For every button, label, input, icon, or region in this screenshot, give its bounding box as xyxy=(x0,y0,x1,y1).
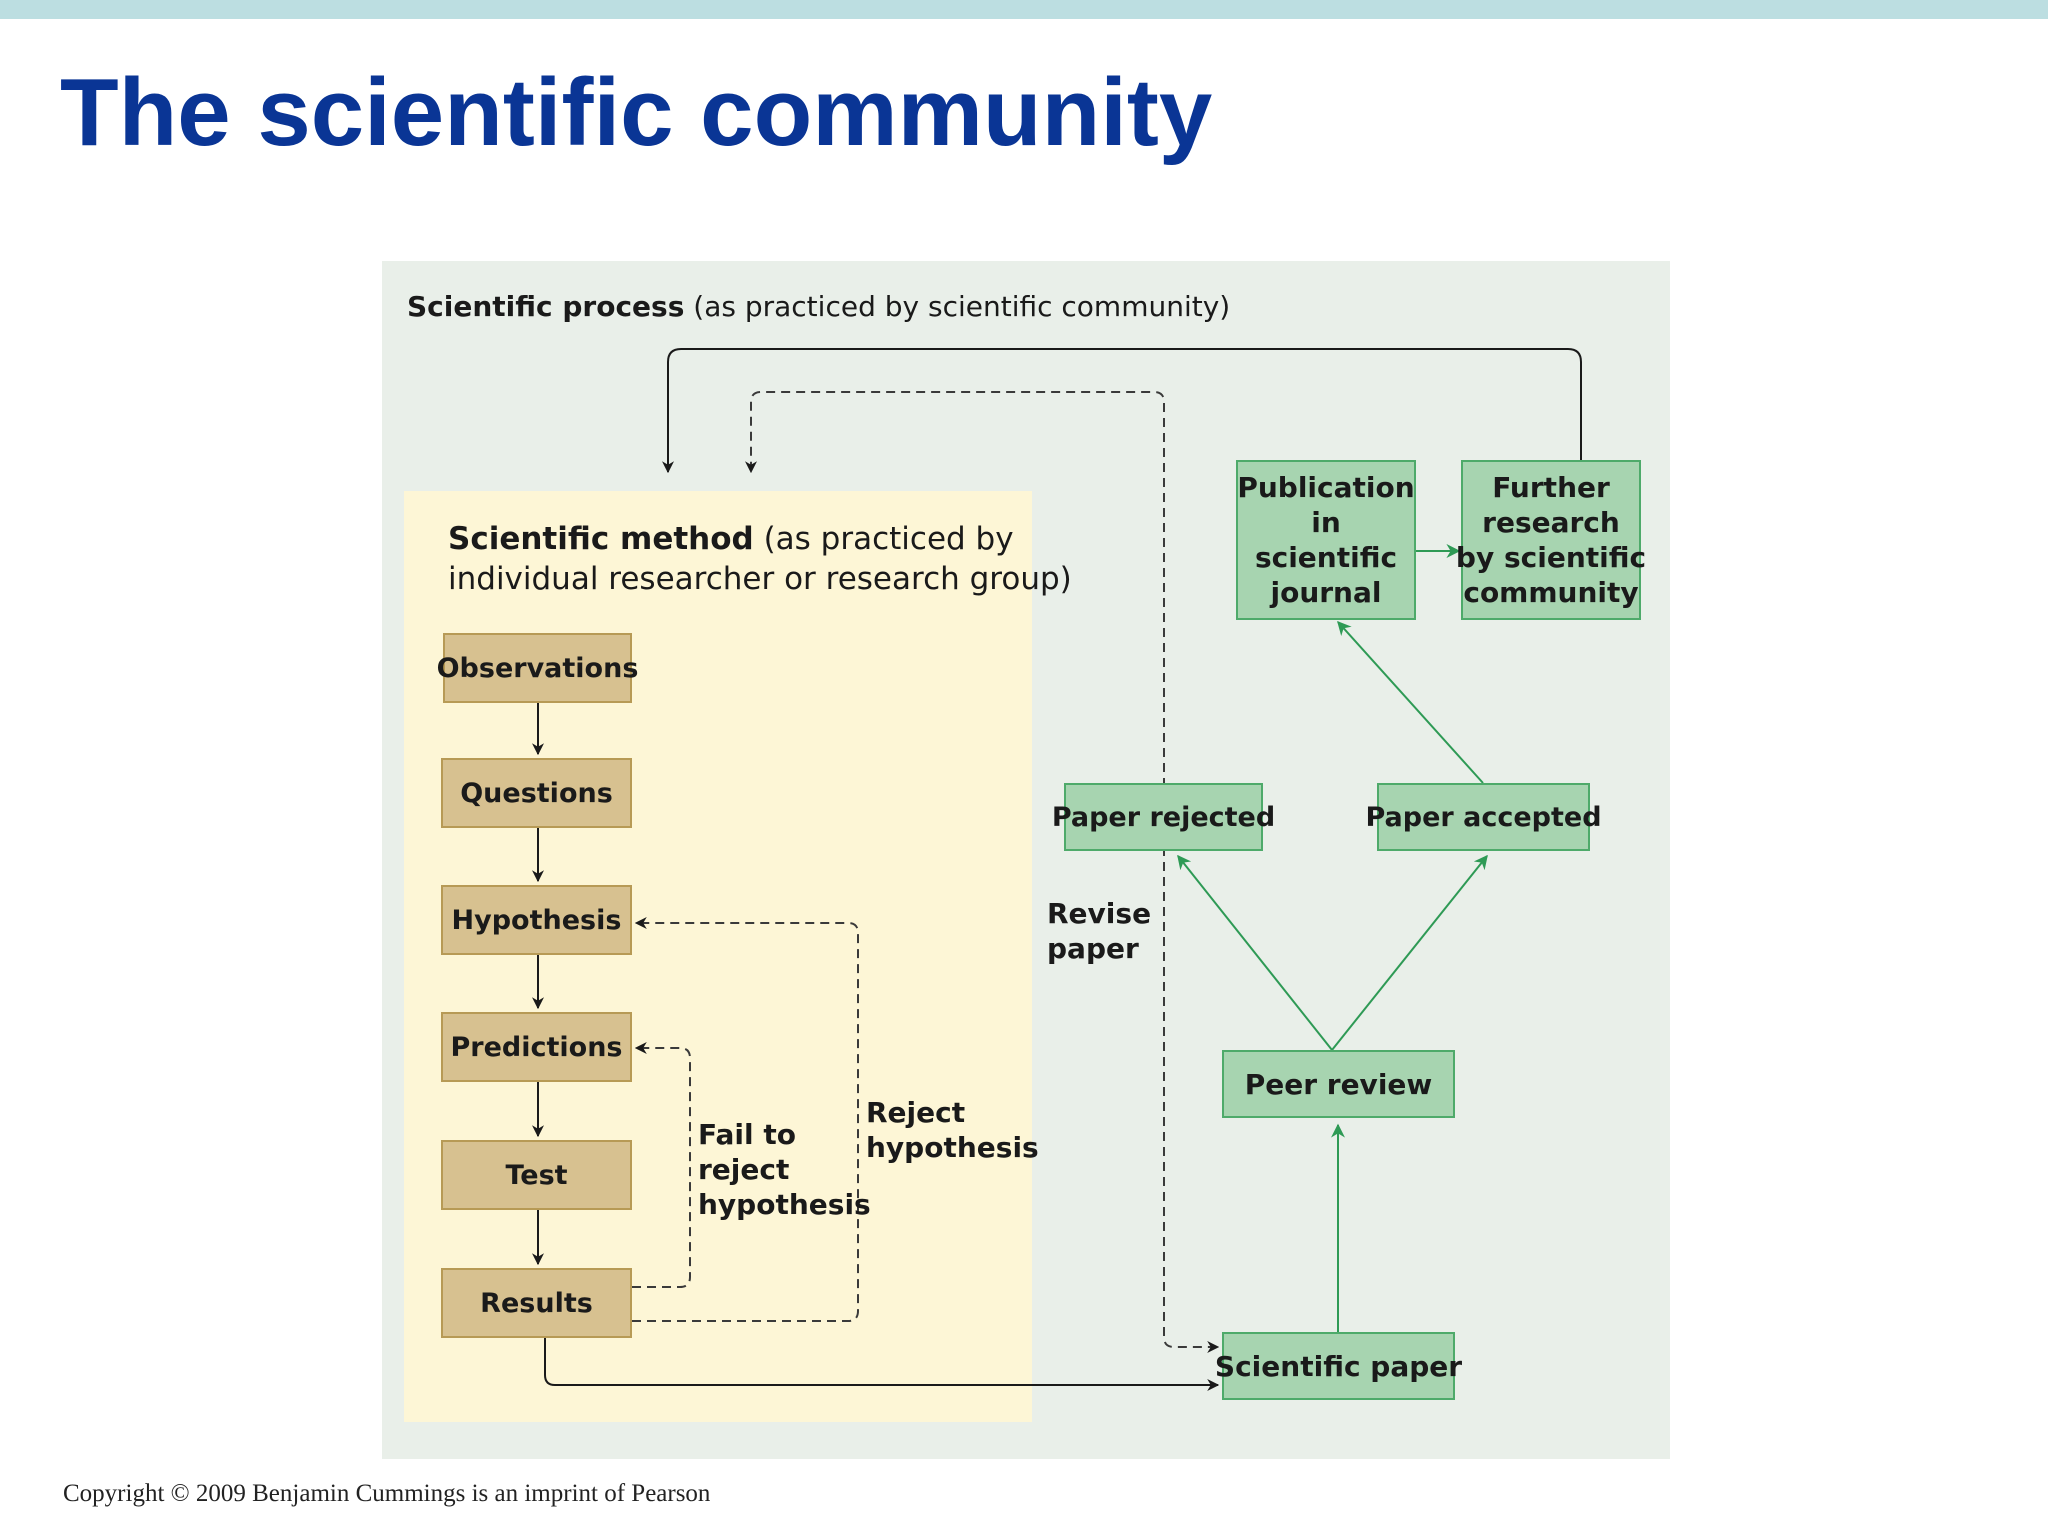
revise-paper-label: Revise paper xyxy=(1047,897,1152,965)
method-caption-line-2: individual researcher or research group) xyxy=(448,561,1072,597)
reject-hypothesis-label: Reject hypothesis xyxy=(866,1096,1039,1164)
test-box: Test xyxy=(441,1140,632,1210)
hypothesis-feedback-loops xyxy=(632,917,859,1322)
community-green-arrows xyxy=(1177,544,1488,1332)
scientific-paper-box: Scientific paper xyxy=(1215,1332,1462,1400)
process-caption-rest: (as practiced by scientific community) xyxy=(684,290,1231,323)
process-caption-bold: Scientific process xyxy=(407,290,685,323)
peer-review-box: Peer review xyxy=(1222,1050,1455,1118)
observations-box: Observations xyxy=(437,633,638,703)
further-research-to-method-arrow xyxy=(662,348,1582,474)
paper-accepted-box: Paper accepted xyxy=(1365,783,1602,851)
questions-box: Questions xyxy=(441,758,632,828)
paper-rejected-box: Paper rejected xyxy=(1052,783,1275,851)
fail-to-reject-label: Fail to reject hypothesis xyxy=(698,1118,871,1221)
top-accent-stripe xyxy=(0,0,2048,19)
rejected-to-method-dashed-arrow xyxy=(745,391,1165,787)
method-caption-rest: (as practiced by xyxy=(753,521,1014,557)
predictions-box: Predictions xyxy=(441,1012,632,1082)
results-box: Results xyxy=(441,1268,632,1338)
method-caption-bold: Scientific method xyxy=(448,521,754,557)
scientific-process-caption: Scientific process (as practiced by scie… xyxy=(407,290,1230,323)
slide-title: The scientific community xyxy=(60,59,1213,166)
publication-box: Publication in scientific journal xyxy=(1236,460,1416,620)
results-to-paper-arrow xyxy=(544,1338,1220,1391)
further-research-box: Further research by scientific community xyxy=(1456,460,1646,620)
hypothesis-box: Hypothesis xyxy=(441,885,632,955)
revise-paper-dashed-arrow xyxy=(1163,787,1220,1353)
scientific-method-caption: Scientific method (as practiced by indivi… xyxy=(448,519,1072,599)
copyright-notice: Copyright © 2009 Benjamin Cummings is an… xyxy=(63,1480,711,1507)
